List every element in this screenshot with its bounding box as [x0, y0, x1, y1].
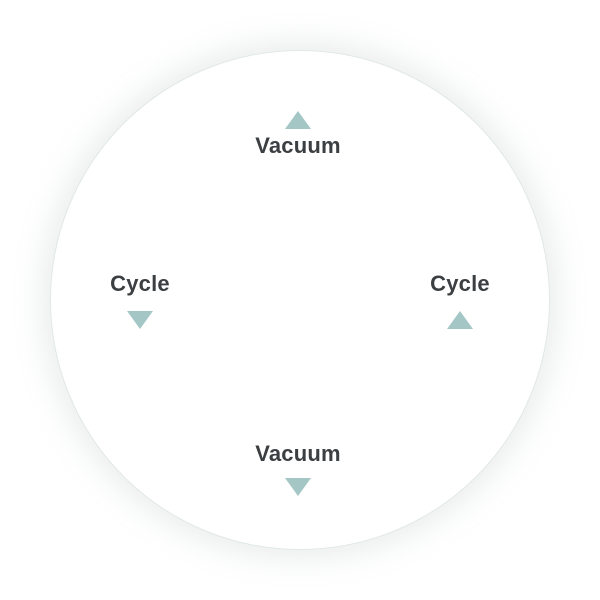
vacuum-down-control[interactable]: Vacuum — [238, 441, 358, 496]
vacuum-up-label: Vacuum — [255, 133, 341, 158]
vacuum-down-label: Vacuum — [255, 441, 341, 466]
control-dial — [50, 50, 550, 550]
triangle-up-icon[interactable] — [285, 111, 311, 129]
triangle-down-icon[interactable] — [285, 478, 311, 496]
vacuum-up-control[interactable]: Vacuum — [238, 111, 358, 159]
cycle-down-control[interactable]: Cycle — [80, 271, 200, 329]
cycle-up-control[interactable]: Cycle — [400, 271, 520, 329]
cycle-up-label: Cycle — [430, 271, 490, 296]
triangle-up-icon[interactable] — [447, 311, 473, 329]
cycle-down-label: Cycle — [110, 271, 170, 296]
triangle-down-icon[interactable] — [127, 311, 153, 329]
